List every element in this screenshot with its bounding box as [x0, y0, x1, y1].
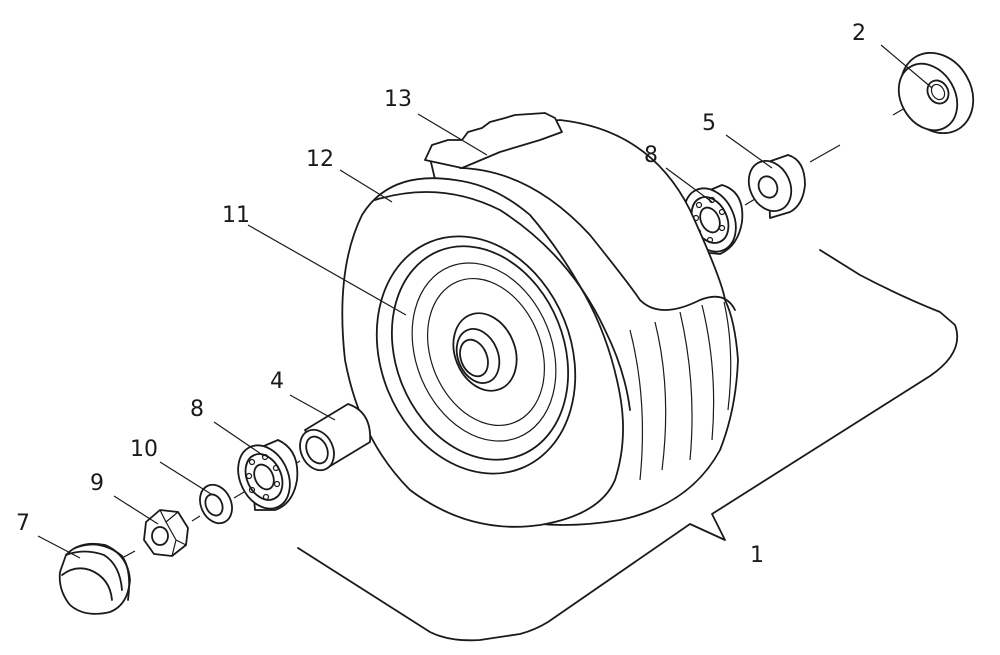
label-part-1: 1: [750, 543, 764, 568]
hub-cap-right: [897, 51, 975, 135]
label-part-9: 9: [90, 471, 104, 496]
label-part-4: 4: [270, 369, 284, 394]
hub-cap-left: [58, 542, 131, 615]
tread-grooves: [629, 301, 732, 481]
label-part-8-right: 8: [644, 143, 658, 168]
label-part-7: 7: [16, 511, 30, 536]
wheel-assembly: [341, 112, 739, 528]
label-part-8-left: 8: [190, 397, 204, 422]
spacer-bushing: [747, 154, 806, 219]
bearing-right: [683, 184, 744, 255]
washer: [199, 483, 233, 525]
label-part-12: 12: [306, 147, 334, 172]
label-part-5: 5: [702, 111, 716, 136]
label-part-11: 11: [222, 203, 250, 228]
leader-lines: [37, 44, 933, 559]
label-part-10: 10: [130, 437, 158, 462]
bearing-left: [237, 439, 299, 511]
label-part-13: 13: [384, 87, 412, 112]
part-labels: 1 2 4 5 7 8 8 9 10 11 12 13: [16, 21, 866, 568]
axle-sleeve: [299, 403, 371, 472]
hex-nut: [143, 509, 189, 557]
assembly-outline: [297, 249, 959, 642]
label-part-2: 2: [852, 21, 866, 46]
tread-lugs: [424, 112, 563, 169]
